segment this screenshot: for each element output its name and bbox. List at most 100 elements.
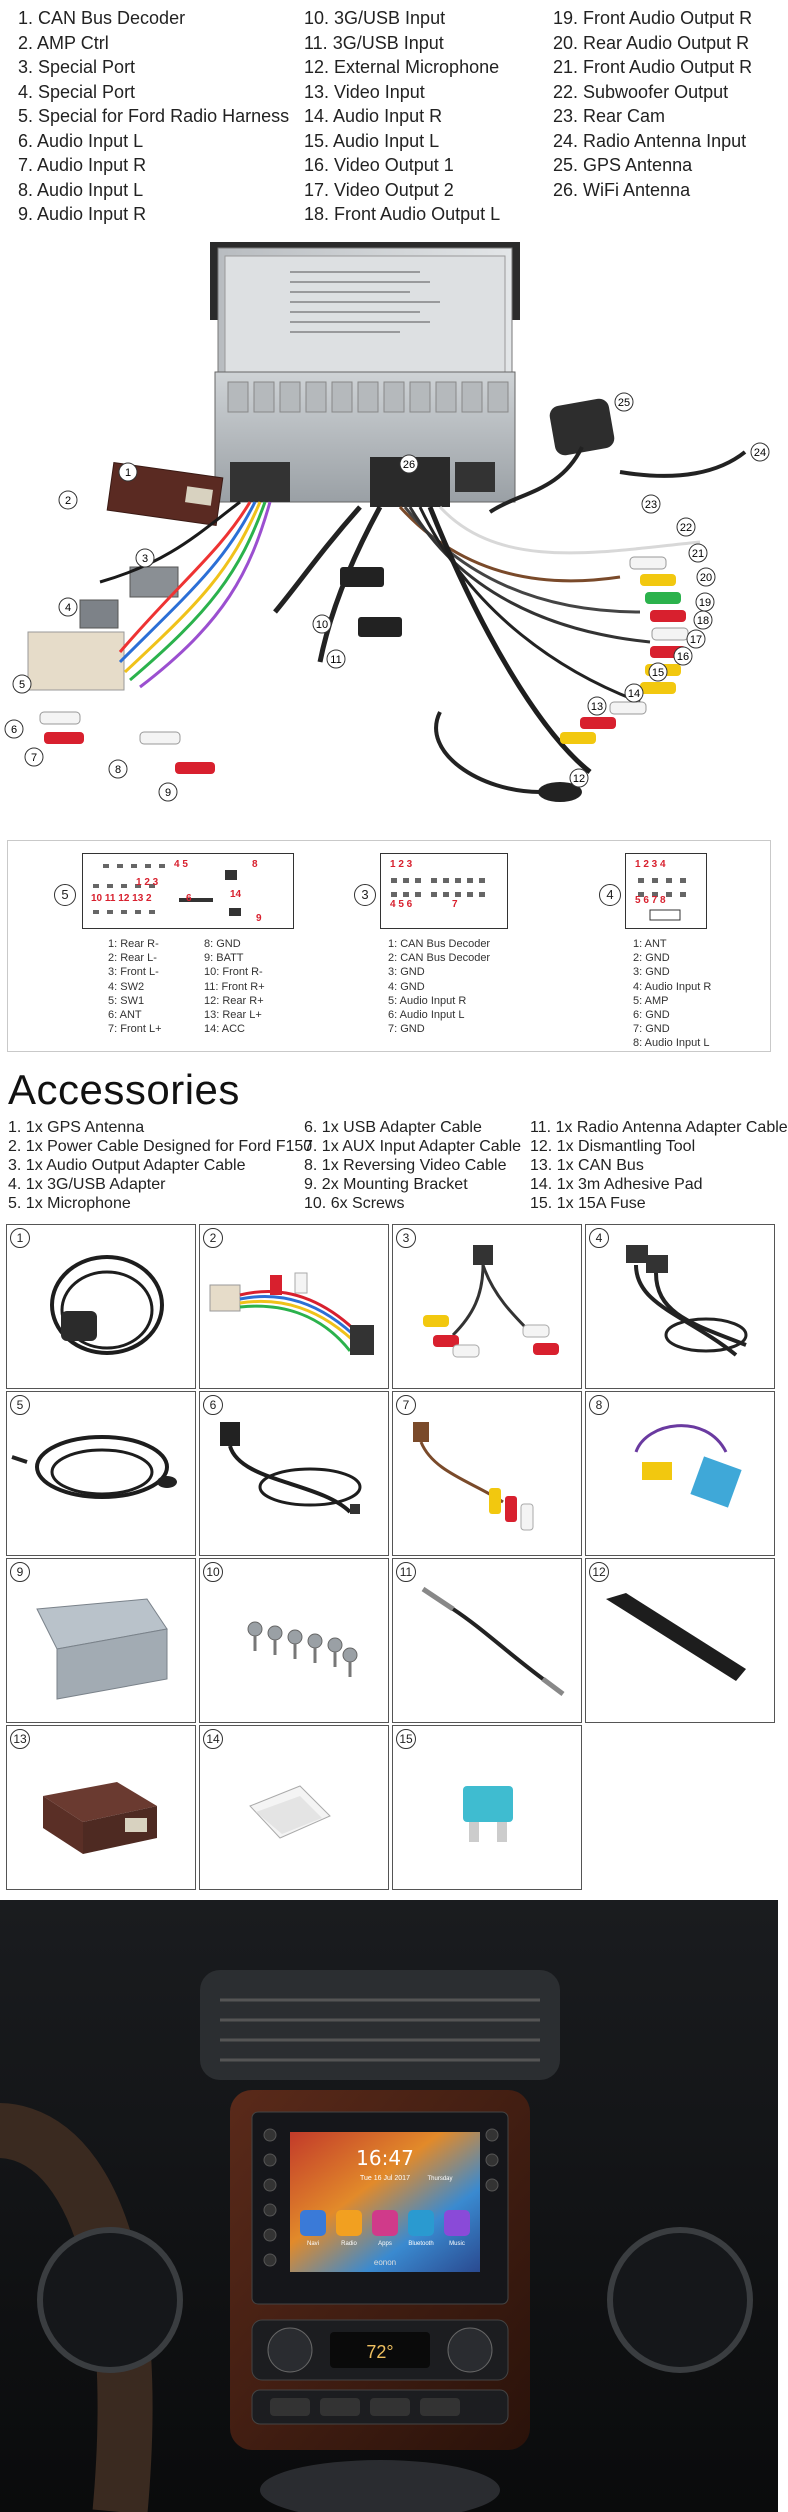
callout-10: 10	[312, 614, 332, 634]
callout-13: 13	[587, 696, 607, 716]
callout-24: 24	[750, 442, 770, 462]
cell-number: 12	[589, 1562, 609, 1582]
legend-item: 12. External Microphone	[304, 57, 500, 77]
accessory-cell-fuse: 15	[392, 1725, 582, 1890]
ford-harness	[27, 566, 179, 691]
accessory-cell-can-bus: 13	[6, 1725, 196, 1890]
rca-connectors-left	[39, 711, 215, 774]
accessory-cell-screws: 10	[199, 1558, 389, 1723]
usb-plugs	[340, 567, 402, 637]
pin-item: 5: SW1	[108, 994, 145, 1007]
callout-2: 2	[58, 490, 78, 510]
usb-adapter-image	[626, 1245, 748, 1357]
accessories-heading: Accessories	[8, 1066, 240, 1113]
callout-label: 19	[699, 597, 711, 609]
pin-label: 8	[252, 859, 258, 870]
accessory-item: 6. 1x USB Adapter Cable	[304, 1119, 482, 1136]
legend-item: 18. Front Audio Output L	[304, 204, 501, 224]
legend-item: 3. Special Port	[18, 57, 136, 77]
callout-3: 3	[135, 548, 155, 568]
pin-label: 5 6 7 8	[635, 895, 666, 906]
callout-25: 25	[614, 392, 634, 412]
callout-19: 19	[695, 592, 715, 612]
connector-5: 5 4 5 1 2 3 10 11 12 13 2 6 8 14 9 1: Re…	[16, 841, 316, 1051]
accessory-item: 12. 1x Dismantling Tool	[530, 1138, 696, 1155]
connector-4-diagram	[625, 853, 707, 929]
callout-label: 22	[680, 522, 692, 534]
callout-22: 22	[676, 517, 696, 537]
pin-list: 1: CAN Bus Decoder 2: CAN Bus Decoder 3:…	[388, 937, 490, 1036]
callout-label: 9	[165, 787, 171, 799]
accessory-item: 3. 1x Audio Output Adapter Cable	[8, 1157, 246, 1174]
legend-column-2: 10. 3G/USB Input 11. 3G/USB Input 12. Ex…	[304, 6, 500, 227]
accessory-item: 4. 1x 3G/USB Adapter	[8, 1176, 166, 1193]
pin-item: 7: GND	[633, 1023, 670, 1036]
legend-item: 9. Audio Input R	[18, 204, 147, 224]
callout-5: 5	[12, 674, 32, 694]
audio-output-cable-image	[423, 1245, 559, 1358]
pin-label: 14	[230, 889, 242, 900]
legend-item: 7. Audio Input R	[18, 155, 147, 175]
pin-item: 1: CAN Bus Decoder	[388, 938, 491, 950]
accessories-list-col-1: 1. 1x GPS Antenna 2. 1x Power Cable Desi…	[8, 1118, 312, 1213]
accessory-item: 2. 1x Power Cable Designed for Ford F150	[8, 1138, 313, 1155]
cell-number: 13	[10, 1729, 30, 1749]
can-bus-image	[43, 1782, 157, 1854]
connector-3-pins	[391, 878, 485, 897]
callout-label: 21	[692, 548, 704, 560]
legend-item: 10. 3G/USB Input	[304, 8, 446, 28]
connector-3: 3 1 2 3 4 5 6 7 1: CAN Bus Decoder 2: CA…	[348, 841, 598, 1051]
legend-item: 2. AMP Ctrl	[18, 32, 109, 53]
screen-weather: Thursday	[427, 2176, 452, 2182]
callout-label: 18	[697, 615, 709, 627]
callout-label: 6	[11, 724, 17, 736]
tool-image	[606, 1593, 746, 1681]
callout-label: 24	[754, 447, 766, 459]
pin-label: 10 11 12 13 2	[91, 893, 152, 904]
app-label: Radio	[341, 2241, 357, 2247]
pin-label: 7	[452, 899, 458, 910]
callout-label: 3	[142, 553, 148, 565]
callout-20: 20	[696, 567, 716, 587]
cell-number: 15	[396, 1729, 416, 1749]
pin-item: 12: Rear R+	[204, 994, 264, 1007]
pin-label: 1 2 3 4	[635, 859, 666, 870]
accessory-cell-mounting-bracket: 9	[6, 1558, 196, 1723]
accessory-cell-aux-input-cable: 7	[392, 1391, 582, 1556]
legend-item: 8. Audio Input L	[18, 179, 144, 200]
callout-label: 23	[645, 499, 657, 511]
accessory-cell-3g-usb-adapter: 4	[585, 1224, 775, 1389]
legend-item: 21. Front Audio Output R	[553, 57, 753, 77]
pin-item: 2: CAN Bus Decoder	[388, 952, 491, 965]
pin-item: 4: Audio Input R	[633, 980, 712, 993]
accessory-cell-dismantling-tool: 12	[585, 1558, 775, 1723]
legend-item: 26. WiFi Antenna	[553, 179, 691, 200]
adhesive-pad-image	[249, 1785, 331, 1839]
screws-image	[247, 1621, 358, 1677]
callout-label: 15	[652, 667, 664, 679]
callout-11: 11	[326, 649, 346, 669]
pin-item: 6: ANT	[108, 1009, 142, 1022]
pin-item: 2: GND	[633, 952, 670, 965]
accessory-item: 1. 1x GPS Antenna	[8, 1119, 145, 1136]
accessory-item: 9. 2x Mounting Bracket	[304, 1176, 468, 1193]
pin-list: 1: ANT 2: GND 3: GND 4: Audio Input R 5:…	[633, 937, 711, 1051]
pin-item: 7: Front L+	[108, 1023, 162, 1036]
callout-12: 12	[569, 768, 589, 788]
screen-date: Tue 16 Jul 2017	[360, 2175, 410, 2182]
accessory-item: 10. 6x Screws	[304, 1195, 405, 1212]
callout-label: 1	[125, 467, 131, 479]
pin-label: 4 5 6	[390, 899, 413, 910]
microphone	[434, 711, 582, 802]
pin-item: 8: GND	[204, 938, 241, 950]
gps-antenna-image	[50, 1255, 164, 1355]
connector-4-pins	[638, 878, 686, 921]
callout-15: 15	[648, 662, 668, 682]
fuse-image	[463, 1786, 513, 1842]
cell-number: 7	[396, 1395, 416, 1415]
wire-bundle	[99, 500, 701, 774]
cell-number: 2	[203, 1228, 223, 1248]
screen-app-icons	[300, 2210, 470, 2236]
pin-label: 6	[186, 893, 192, 904]
antenna-adapter-image	[421, 1586, 565, 1696]
